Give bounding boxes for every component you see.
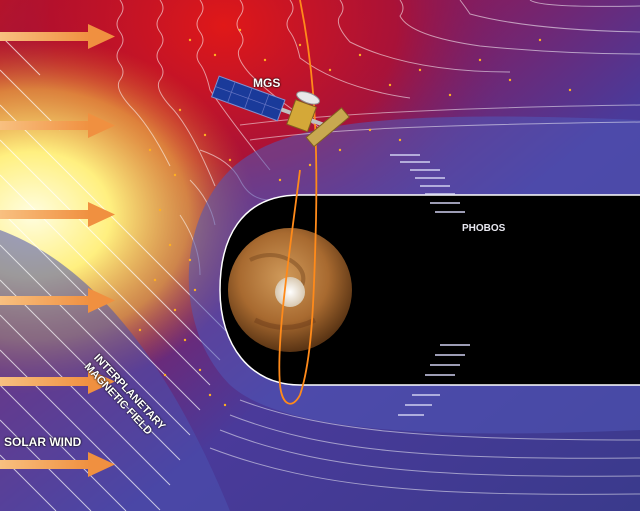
solar-wind-arrow-icon — [0, 202, 115, 227]
mgs-label: MGS — [253, 76, 281, 90]
mgs-spacecraft-icon — [210, 75, 350, 148]
particle-dots — [138, 28, 572, 407]
tail-field-lines — [209, 104, 640, 495]
solar-wind-arrow-icon — [0, 288, 115, 313]
phobos-trail-icon — [390, 154, 470, 416]
solar-wind-arrow-icon — [0, 369, 115, 394]
solar-wind-label: SOLAR WIND — [4, 435, 82, 449]
solar-wind-arrow-icon — [0, 24, 115, 49]
magnetic-pileup-boundary — [219, 194, 640, 386]
solar-wind-arrows — [0, 24, 115, 477]
mars-planet-icon — [228, 228, 352, 352]
solar-wind-arrow-icon — [0, 452, 115, 477]
phobos-label: PHOBOS — [462, 223, 506, 234]
mgs-orbit — [278, 0, 318, 405]
solar-wind-arrow-icon — [0, 113, 115, 138]
imf-lines — [0, 34, 231, 511]
